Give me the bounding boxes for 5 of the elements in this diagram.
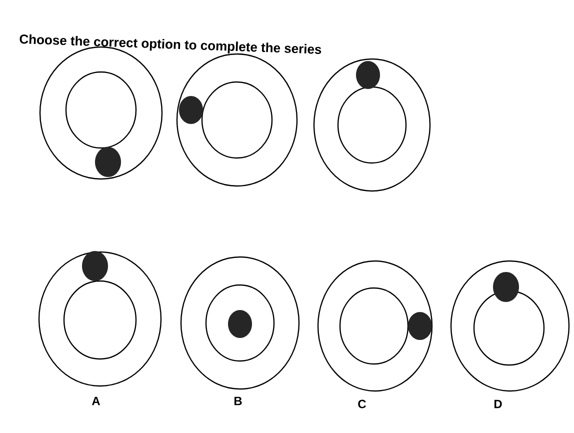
option-letter: C [358, 400, 366, 408]
option-letter: D [494, 400, 502, 408]
option-letter: B [234, 396, 242, 406]
option-letter: A [92, 396, 100, 406]
question-text: Choose the correct option to complete the series [20, 34, 322, 54]
